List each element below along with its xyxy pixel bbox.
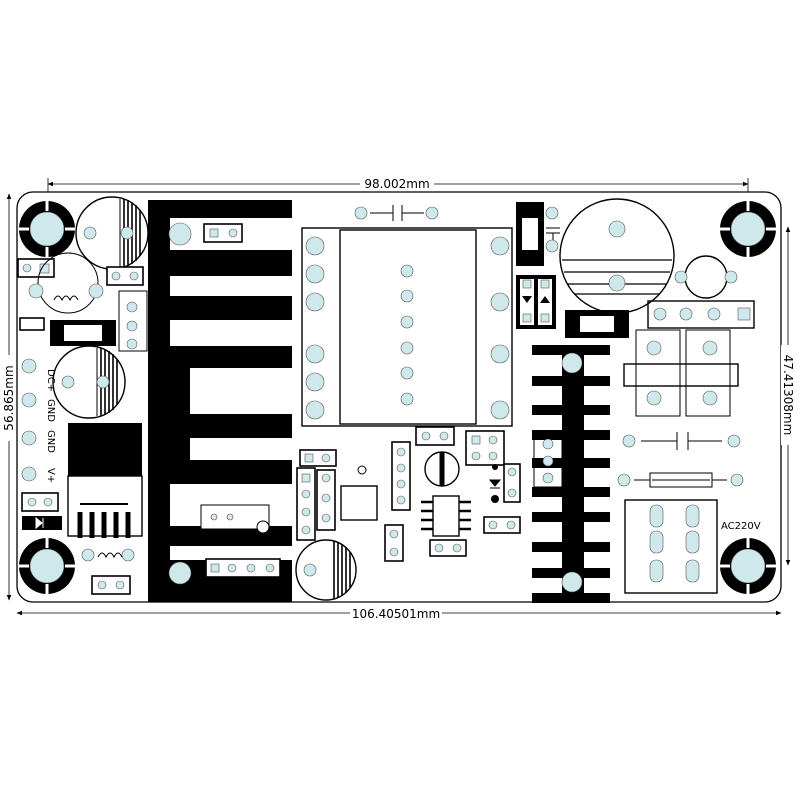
- output-rectifier-to220: [67, 423, 143, 538]
- control-ic-pads: [415, 426, 505, 466]
- control-transistor: [424, 451, 460, 487]
- common-mode-choke: [623, 329, 739, 417]
- pwm-controller-ic: [421, 495, 521, 557]
- dimension-top-label: 98.002mm: [364, 177, 429, 191]
- input-fuse: [617, 472, 744, 488]
- primary-heatsink: [532, 345, 610, 603]
- dimension-right: 47.41308mm: [781, 226, 795, 566]
- header-4pin-right: [647, 300, 755, 329]
- dimension-bottom-label: 106.40501mm: [352, 607, 440, 621]
- secondary-heatsink: [148, 200, 292, 602]
- label-gnd-2: GND: [45, 430, 56, 453]
- output-filter-capacitor-bottom: [295, 539, 357, 601]
- mounting-hole-top-right: [720, 201, 776, 257]
- y-capacitor-top: [354, 205, 439, 221]
- smd-resistor-mid-right: [565, 310, 629, 338]
- dimension-top: 98.002mm: [47, 176, 749, 192]
- zener-diode-small: [488, 463, 521, 503]
- thermistor-ntc: [674, 255, 738, 299]
- optocoupler-and-pads: [296, 449, 378, 541]
- output-terminal-labels: DC+ GND GND V+: [21, 358, 56, 483]
- bridge-diodes: [516, 275, 556, 329]
- ac-input-terminal: AC220V: [624, 499, 761, 594]
- x-capacitor: [622, 432, 741, 450]
- dimension-bottom: 106.40501mm: [16, 605, 782, 621]
- mounting-hole-top-left: [19, 201, 75, 257]
- resistor-smd-left: [19, 290, 148, 352]
- led-pads-left: [21, 492, 62, 530]
- label-gnd-1: GND: [45, 399, 56, 422]
- dimension-left: 56.865mm: [1, 193, 16, 601]
- mounting-hole-bottom-right: [720, 538, 776, 594]
- transformer: [301, 227, 513, 427]
- smd-fuse-vertical: [516, 202, 560, 266]
- output-capacitor-middle: [52, 345, 126, 419]
- label-v-plus: V+: [45, 468, 56, 483]
- dimension-right-label: 47.41308mm: [781, 355, 795, 436]
- label-ac-input: AC220V: [721, 521, 761, 532]
- vertical-resistor-array: [384, 441, 411, 562]
- inductor-small: [28, 252, 104, 314]
- dimension-left-label: 56.865mm: [2, 365, 16, 430]
- mounting-hole-bottom-left: [19, 538, 75, 594]
- connector-pads-bottom-center-left: [205, 558, 281, 578]
- jumper-pads-top-center-left: [203, 223, 243, 243]
- label-dc-plus: DC+: [45, 369, 56, 392]
- small-inductor-bottom-left: [81, 548, 135, 595]
